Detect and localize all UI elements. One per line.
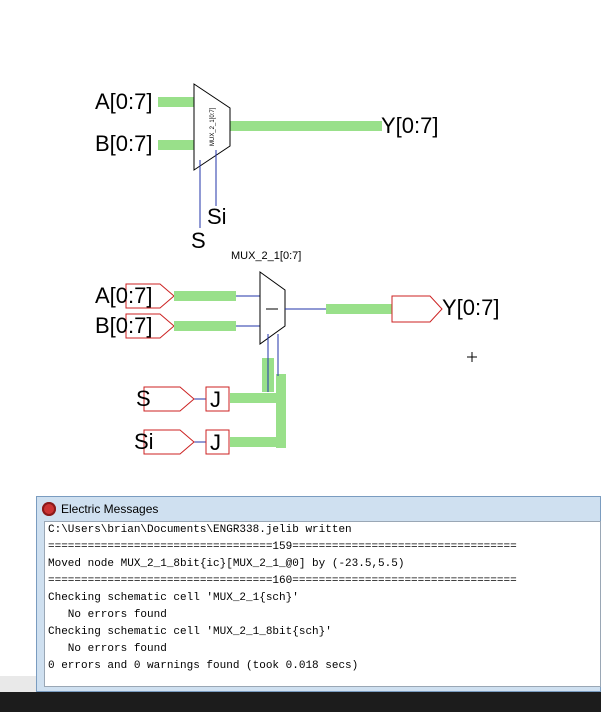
message-line: Moved node MUX_2_1_8bit{ic}[MUX_2_1_@0] … [48, 558, 405, 570]
inst-label-a: A[0:7] [95, 283, 153, 308]
crosshair-icon [467, 352, 477, 362]
bus-inst-y[interactable] [326, 304, 392, 314]
inst-label-y: Y[0:7] [442, 295, 500, 320]
port-out-y[interactable] [391, 295, 443, 323]
messages-text-area[interactable]: C:\Users\brian\Documents\ENGR338.jelib w… [44, 521, 601, 687]
port-in-s[interactable] [143, 386, 195, 412]
message-line: No errors found [48, 643, 167, 655]
message-line: 0 errors and 0 warnings found (took 0.01… [48, 660, 359, 672]
instance-name-label: MUX_2_1[0:7] [231, 250, 302, 262]
port-in-a[interactable] [125, 283, 175, 309]
mux-instance[interactable] [125, 271, 443, 455]
message-line: Checking schematic cell 'MUX_2_1{sch}' [48, 592, 299, 604]
join-label-2: J [210, 430, 221, 455]
port-in-b[interactable] [125, 313, 175, 339]
icon-mux-body[interactable] [193, 83, 231, 171]
schematic-canvas[interactable]: MUX_2_1[0:7] [0, 0, 601, 495]
inst-label-s: S [136, 386, 151, 411]
port-in-si[interactable] [143, 429, 195, 455]
icon-label-y: Y[0:7] [381, 113, 439, 138]
messages-window[interactable]: Electric Messages C:\Users\brian\Documen… [36, 496, 601, 692]
icon-mux[interactable]: MUX_2_1[0:7] [158, 83, 382, 228]
bus-sel-vert[interactable] [276, 374, 286, 448]
bus-inst-a[interactable] [174, 291, 236, 301]
join-box-2[interactable] [205, 429, 230, 455]
bus-sel-si[interactable] [230, 437, 286, 447]
background-panel [0, 676, 36, 692]
icon-label-a: A[0:7] [95, 89, 153, 114]
message-line: ==================================160===… [48, 575, 517, 587]
icon-label-s: S [191, 228, 206, 253]
message-line: C:\Users\brian\Documents\ENGR338.jelib w… [48, 524, 352, 536]
messages-window-title: Electric Messages [61, 502, 159, 516]
message-line: ==================================159===… [48, 541, 517, 553]
icon-mux-body-text: MUX_2_1[0:7] [210, 107, 216, 146]
message-line: No errors found [48, 609, 167, 621]
taskbar [0, 692, 601, 712]
bus-inst-b[interactable] [174, 321, 236, 331]
bus-icon-y[interactable] [230, 121, 382, 131]
icon-label-b: B[0:7] [95, 131, 153, 156]
join-label-1: J [210, 387, 221, 412]
inst-mux-body[interactable] [259, 271, 286, 345]
join-box-1[interactable] [205, 386, 230, 412]
message-line: Checking schematic cell 'MUX_2_1_8bit{sc… [48, 626, 332, 638]
inst-label-si: Si [134, 429, 154, 454]
icon-label-si: Si [207, 204, 227, 229]
bus-icon-a[interactable] [158, 97, 194, 107]
electric-app-icon [42, 502, 56, 516]
inst-label-b: B[0:7] [95, 313, 153, 338]
bus-sel-s[interactable] [230, 393, 286, 403]
messages-window-titlebar[interactable]: Electric Messages [37, 497, 600, 521]
bus-icon-b[interactable] [158, 140, 194, 150]
